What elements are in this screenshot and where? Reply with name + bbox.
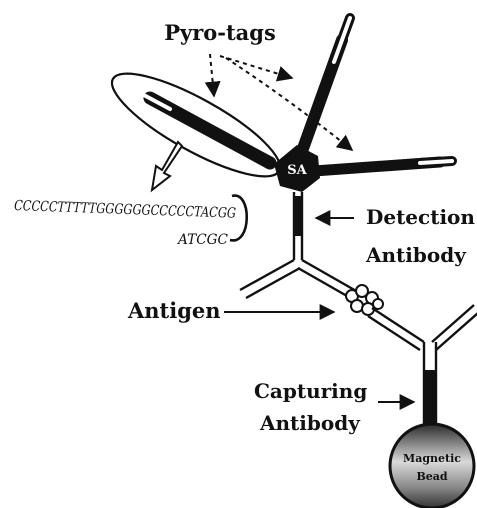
detection-antibody-stem-fill <box>295 196 301 236</box>
bead-label-line1: Magnetic <box>403 452 461 465</box>
bead-label-line2: Bead <box>416 470 447 483</box>
capturing-label-line2: Antibody <box>259 411 361 435</box>
detection-label-line1: Detection <box>366 205 475 229</box>
dna-sequence-line1: CCCCCTTTTTGGGGGGCCCCCTACGG <box>14 198 236 222</box>
capturing-label-line1: Capturing <box>254 379 367 403</box>
pyro-tag-right <box>300 161 452 172</box>
magnetic-bead <box>390 424 474 508</box>
antigen-label: Antigen <box>127 298 221 323</box>
pyro-tag-top <box>296 18 350 168</box>
sa-label: SA <box>287 163 307 178</box>
detection-label-line2: Antibody <box>365 243 467 267</box>
capturing-antibody <box>368 305 477 430</box>
pyro-tags-label: Pyro-tags <box>164 20 276 45</box>
sequence-arrow <box>152 142 182 190</box>
dna-sequence-line2: ATCGC <box>176 232 228 248</box>
pyro-tag-circled <box>100 56 291 194</box>
